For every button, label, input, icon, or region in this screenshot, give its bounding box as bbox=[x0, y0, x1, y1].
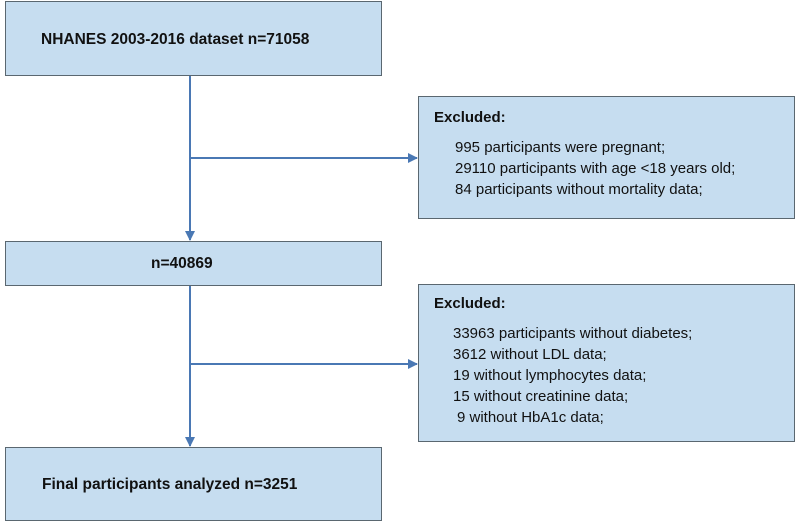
final-box-label: Final participants analyzed n=3251 bbox=[42, 476, 298, 493]
final-box: Final participants analyzed n=3251 bbox=[5, 447, 382, 521]
start-box-label: NHANES 2003-2016 dataset n=71058 bbox=[41, 31, 310, 48]
exclusion-box-1: Excluded: 995 participants were pregnant… bbox=[418, 96, 795, 219]
exclusion-2-item: 19 without lymphocytes data; bbox=[453, 367, 647, 384]
exclusion-2-item: 9 without HbA1c data; bbox=[457, 409, 604, 426]
exclusion-2-title: Excluded: bbox=[434, 295, 506, 312]
start-box: NHANES 2003-2016 dataset n=71058 bbox=[5, 1, 382, 76]
exclusion-1-item: 995 participants were pregnant; bbox=[455, 139, 666, 156]
exclusion-2-item: 33963 participants without diabetes; bbox=[453, 325, 693, 342]
middle-box-label: n=40869 bbox=[151, 255, 213, 272]
exclusion-2-item: 15 without creatinine data; bbox=[453, 388, 629, 405]
middle-box: n=40869 bbox=[5, 241, 382, 286]
exclusion-1-item: 29110 participants with age <18 years ol… bbox=[455, 160, 736, 177]
exclusion-2-item: 3612 without LDL data; bbox=[453, 346, 607, 363]
exclusion-1-title: Excluded: bbox=[434, 109, 506, 126]
exclusion-1-item: 84 participants without mortality data; bbox=[455, 181, 703, 198]
exclusion-box-2: Excluded: 33963 participants without dia… bbox=[418, 284, 795, 442]
